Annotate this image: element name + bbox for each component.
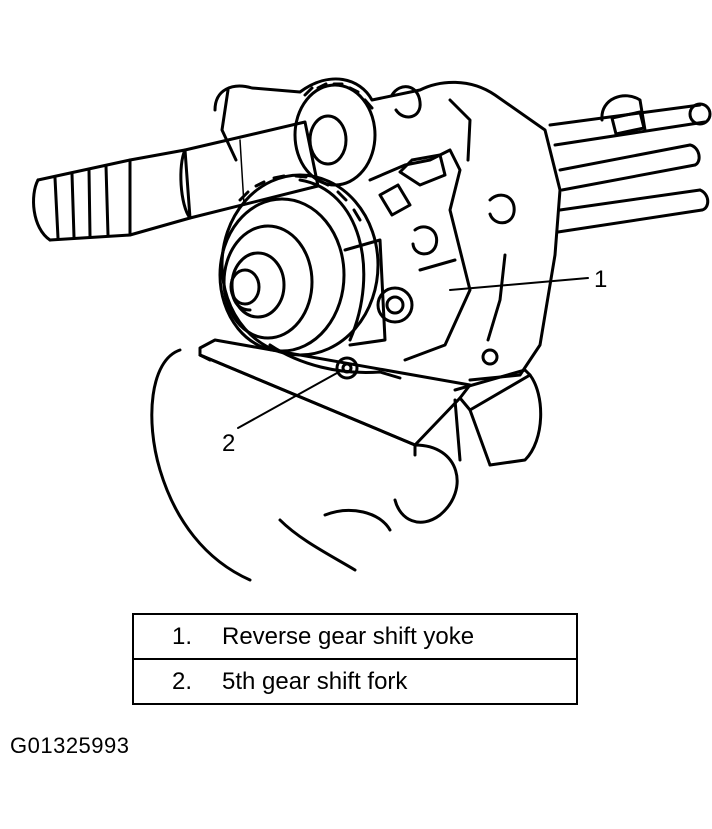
support-blocks — [150, 338, 543, 582]
shift-yoke — [343, 148, 472, 362]
transmission-illustration: 1 2 — [32, 77, 712, 582]
figure-id: G01325993 — [10, 733, 130, 758]
legend-label: 5th gear shift fork — [222, 667, 408, 695]
leader-lines — [237, 277, 589, 429]
transmission-housing — [213, 77, 647, 382]
legend-table: 1. Reverse gear shift yoke 2. 5th gear s… — [132, 613, 578, 705]
leader-line-2 — [237, 372, 338, 429]
legend-number: 1. — [171, 622, 192, 650]
callout-2: 2 — [222, 430, 235, 457]
callout-1: 1 — [594, 266, 607, 293]
legend-row: 2. 5th gear shift fork — [132, 658, 578, 705]
shift-rails — [548, 102, 712, 234]
leader-line-1 — [449, 277, 589, 291]
legend-cell: 1. Reverse gear shift yoke — [132, 613, 578, 660]
main-shaft — [32, 120, 320, 242]
fifth-gear-assembly — [218, 173, 380, 357]
legend-row: 1. Reverse gear shift yoke — [132, 613, 578, 660]
legend-number: 2. — [171, 667, 192, 695]
legend-cell: 2. 5th gear shift fork — [132, 658, 578, 705]
legend-label: Reverse gear shift yoke — [222, 622, 475, 650]
